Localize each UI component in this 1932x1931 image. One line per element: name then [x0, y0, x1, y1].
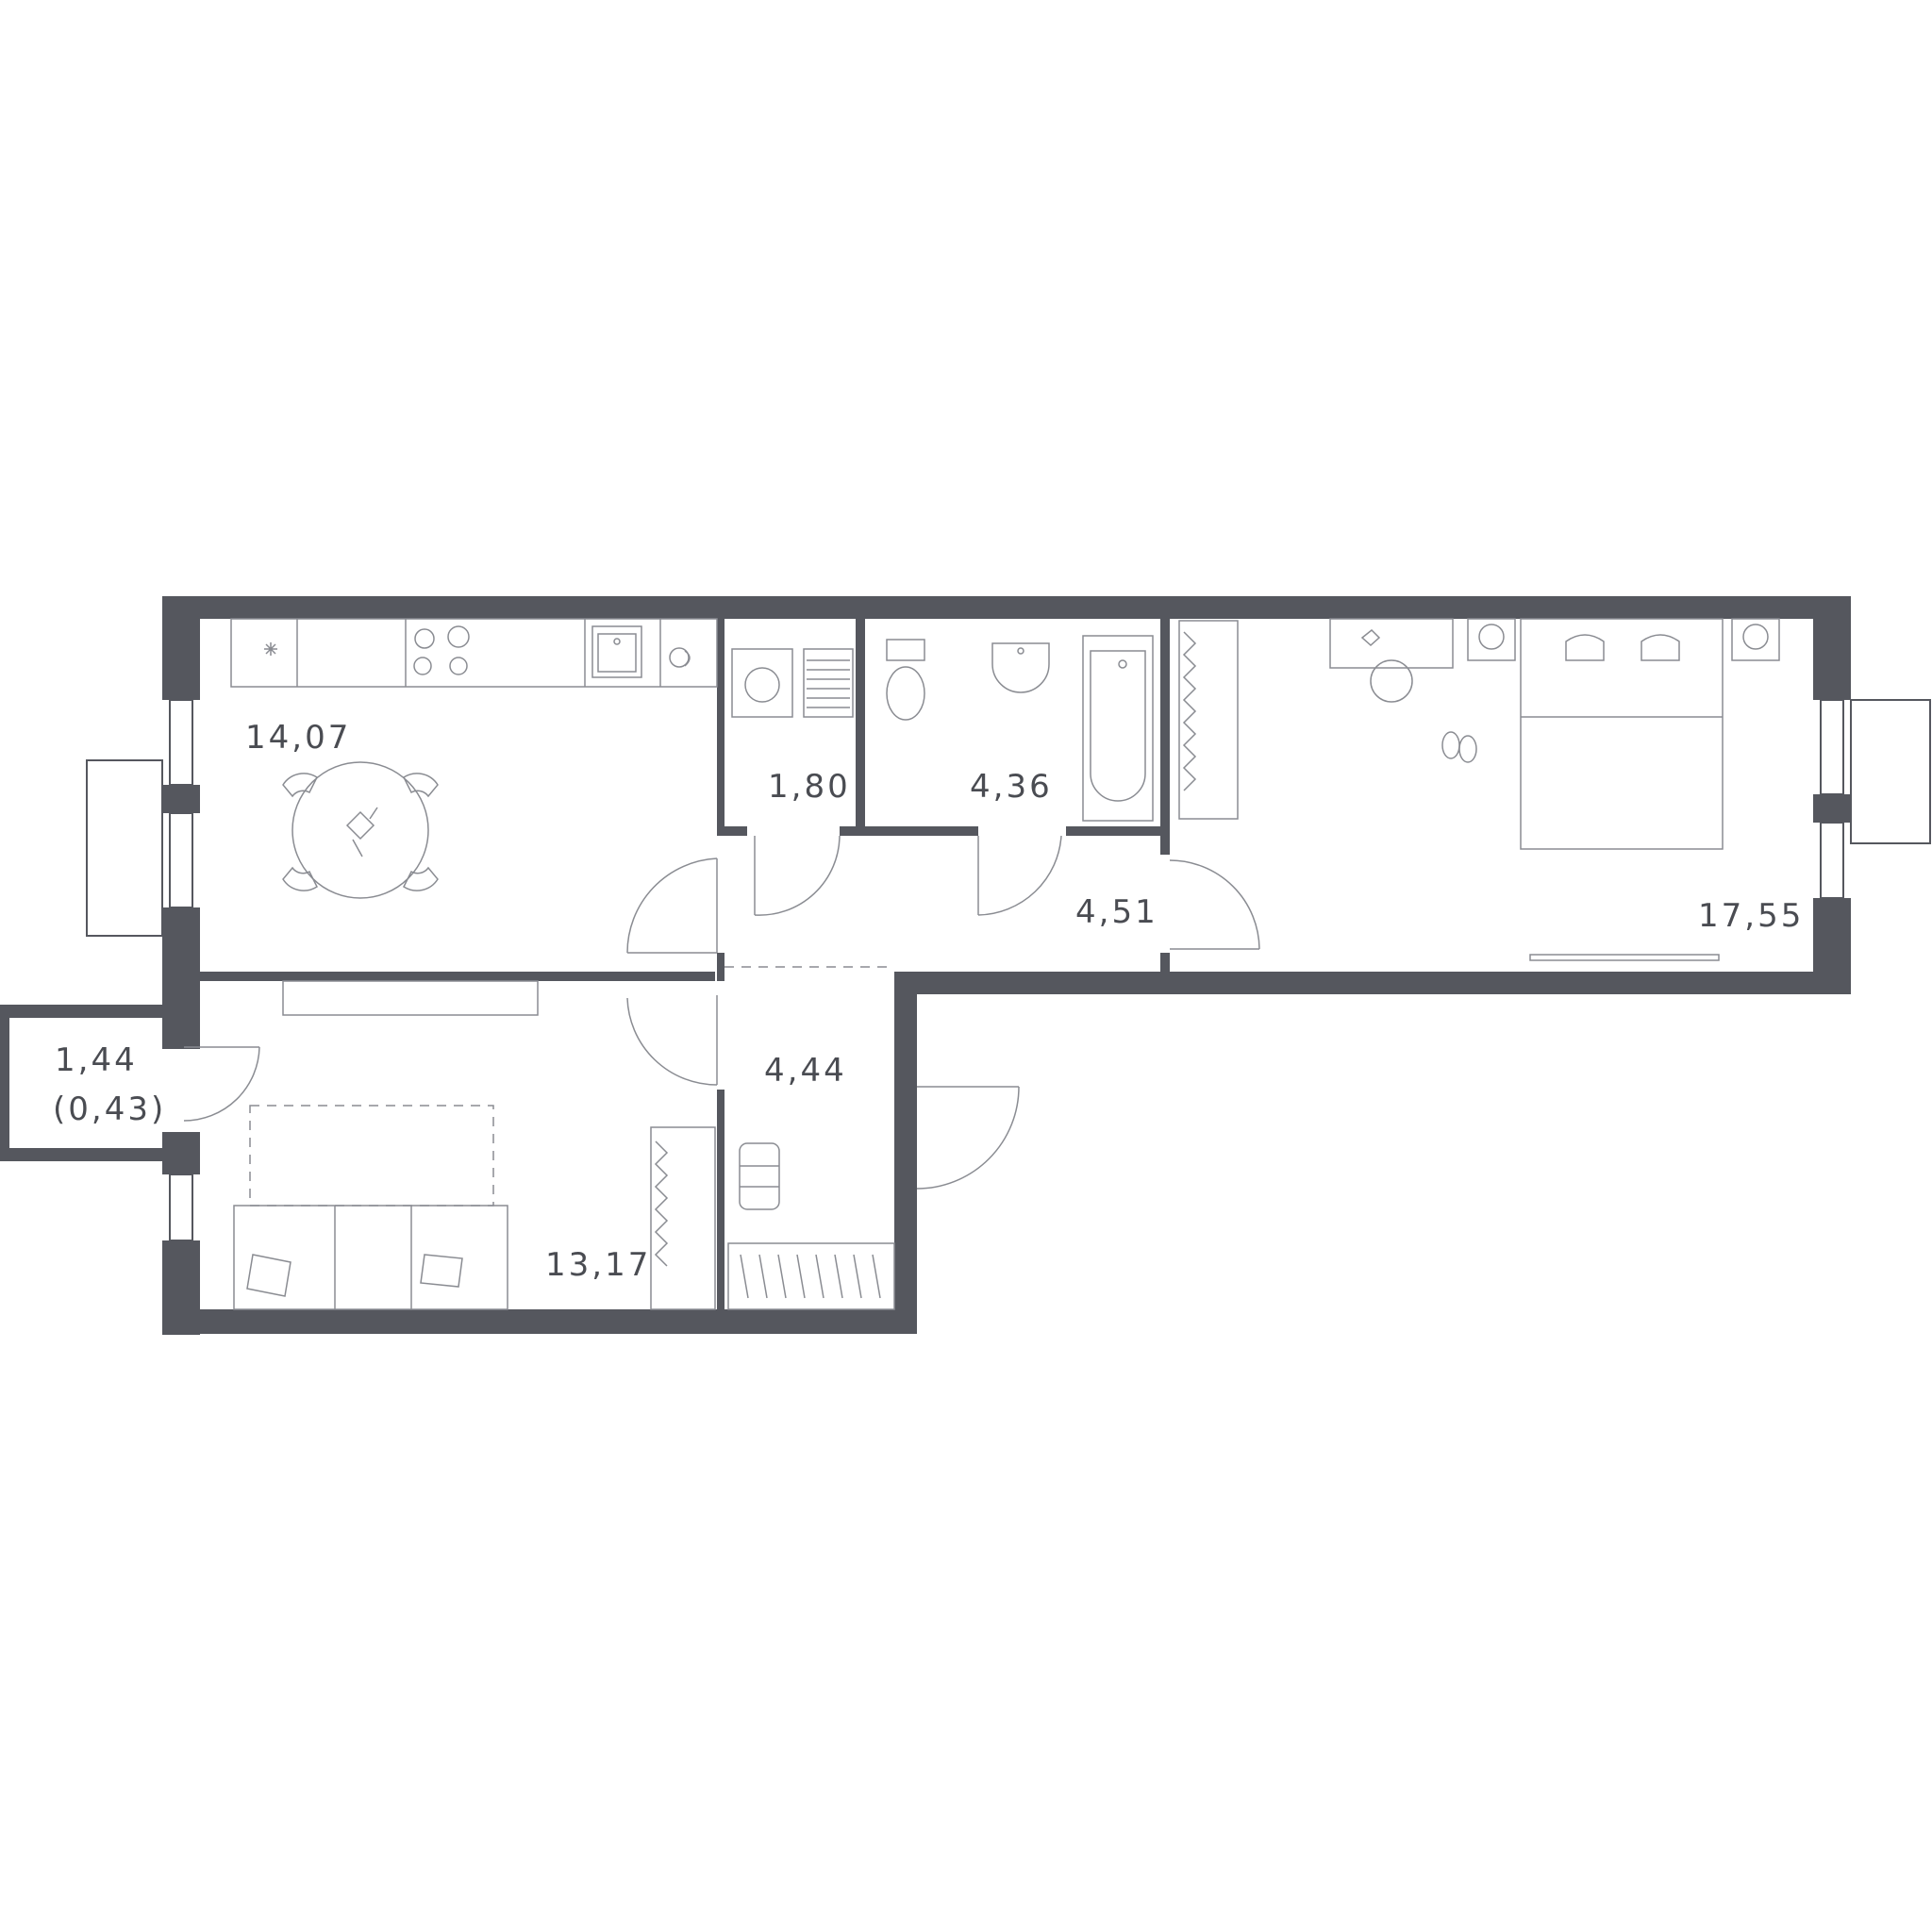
double-bed-icon — [1520, 618, 1724, 850]
dishwasher-icon — [669, 647, 691, 668]
bathtub-icon — [1082, 635, 1154, 822]
washbasin-icon — [991, 642, 1050, 693]
washing-machine-icon — [731, 648, 854, 718]
interior-walls — [162, 619, 1170, 1334]
sofa-icon — [233, 1105, 508, 1310]
bathroom-area-label: 4,36 — [970, 768, 1053, 806]
sink-icon — [591, 625, 642, 678]
corridor-area-label: 4,51 — [1075, 893, 1158, 931]
chair-icon — [282, 773, 439, 891]
balcony-area-reduced-label: (0,43) — [53, 1090, 166, 1128]
wardrobe-icon — [727, 1242, 895, 1310]
balcony-area-label: 1,44 — [55, 1041, 138, 1079]
laundry-area-label: 1,80 — [768, 768, 851, 806]
pouf-icon — [739, 1142, 780, 1210]
balcony — [0, 1005, 162, 1161]
kitchen-area-label: 14,07 — [245, 719, 351, 757]
wardrobe-icon — [650, 1126, 716, 1310]
fridge-icon — [264, 642, 277, 656]
nightstand-icon — [1467, 618, 1780, 661]
hall-area-label: 4,44 — [764, 1052, 847, 1090]
desk-icon — [1329, 618, 1454, 703]
kitchen-counter — [230, 618, 718, 688]
toilet-icon — [886, 639, 925, 721]
doors — [183, 835, 1260, 1190]
tv-icon — [282, 954, 1720, 1016]
dining-table-icon — [291, 761, 429, 899]
living-area-label: 13,17 — [545, 1246, 651, 1284]
wardrobe-icon — [1178, 620, 1239, 820]
slippers-icon — [1441, 731, 1477, 763]
windows — [86, 699, 1931, 1241]
stove-icon — [413, 625, 470, 675]
bedroom-area-label: 17,55 — [1698, 897, 1804, 935]
exterior-walls — [162, 596, 1851, 1335]
